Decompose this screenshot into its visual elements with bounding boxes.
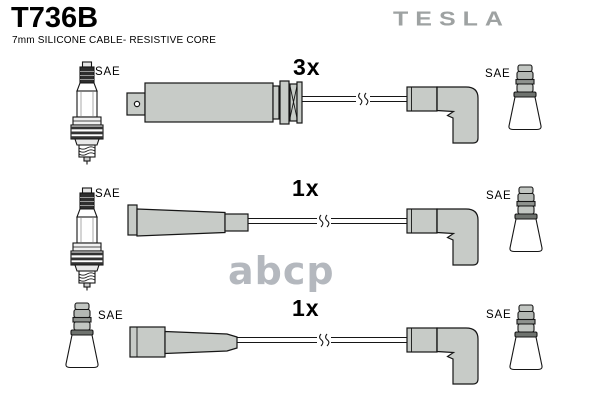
row-3-left-sae-label: SAE bbox=[98, 310, 124, 322]
row-2-straight-boot bbox=[127, 204, 249, 237]
abcp-watermark: abcp bbox=[228, 249, 335, 293]
sae-connector-icon bbox=[509, 304, 543, 371]
cable-break-mark bbox=[325, 214, 330, 228]
cable-break-mark bbox=[319, 214, 324, 228]
row-1-drawing bbox=[70, 61, 542, 166]
row-2-drawing bbox=[70, 186, 543, 292]
row-1-left-sae-label: SAE bbox=[95, 66, 121, 78]
spark-plug-icon bbox=[70, 187, 104, 292]
elbow-boot-icon bbox=[406, 327, 479, 385]
row-2-left-sae-label: SAE bbox=[95, 188, 121, 200]
row-1-quantity: 3x bbox=[293, 54, 321, 80]
row-2-cable bbox=[248, 214, 407, 228]
sae-connector-icon bbox=[509, 186, 543, 253]
sae-connector-icon bbox=[508, 64, 542, 131]
row-3-cable bbox=[237, 333, 407, 347]
cable-break-mark bbox=[325, 333, 330, 347]
row-3-drawing bbox=[65, 302, 543, 385]
sae-connector-icon bbox=[65, 302, 99, 369]
row-3-straight-boot bbox=[129, 326, 238, 358]
row-3-right-sae-label: SAE bbox=[486, 309, 512, 321]
cable-break-mark bbox=[364, 92, 369, 106]
tesla-logo: TESLA bbox=[393, 7, 510, 31]
row-1-cable bbox=[302, 92, 407, 106]
row-1-right-sae-label: SAE bbox=[485, 68, 511, 80]
row-1-straight-boot bbox=[126, 80, 303, 125]
elbow-boot-icon bbox=[406, 86, 479, 144]
elbow-boot-icon bbox=[406, 208, 479, 266]
row-2-quantity: 1x bbox=[292, 175, 320, 201]
row-3-quantity: 1x bbox=[292, 295, 320, 321]
cable-break-mark bbox=[358, 92, 363, 106]
cable-break-mark bbox=[319, 333, 324, 347]
cable-spec-subtitle: 7mm SILICONE CABLE- RESISTIVE CORE bbox=[12, 35, 217, 46]
row-2-right-sae-label: SAE bbox=[486, 190, 512, 202]
part-number-title: T736B bbox=[11, 2, 99, 34]
